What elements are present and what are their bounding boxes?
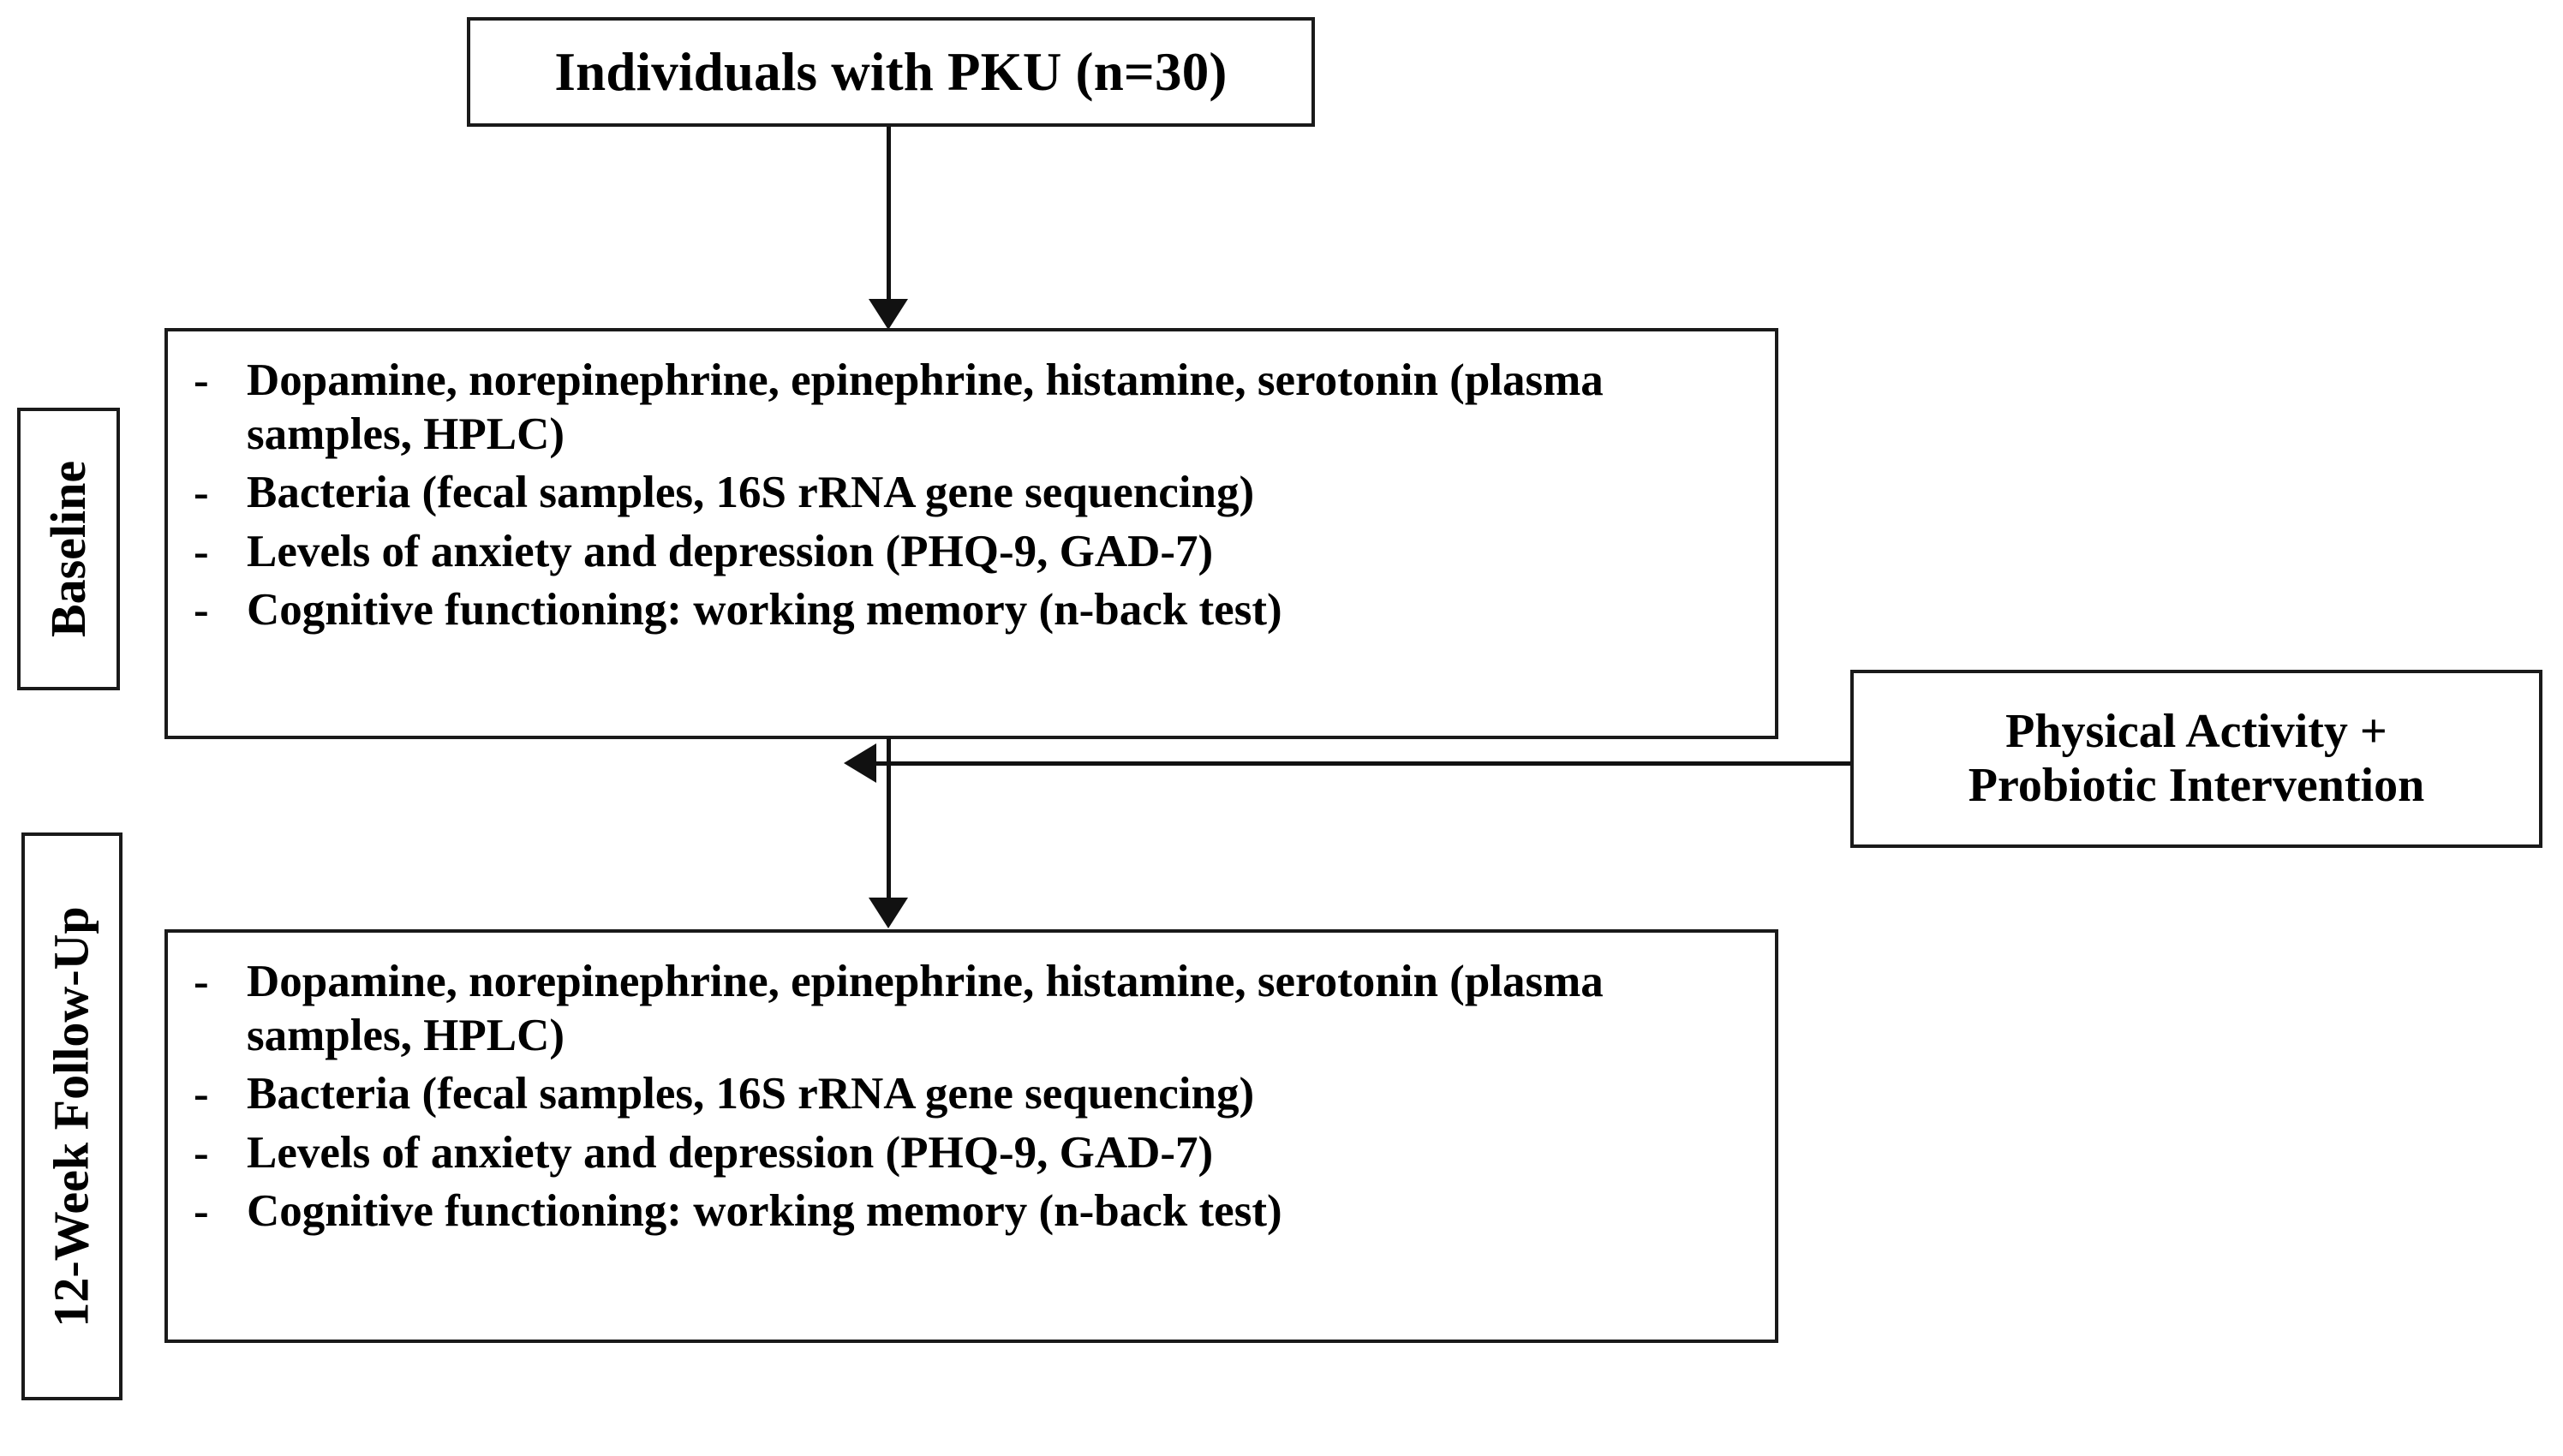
- bullet-dash-icon: -: [194, 585, 209, 636]
- connector-top-to-baseline-arrowhead-icon: [869, 299, 908, 330]
- node-intervention-line-1: Physical Activity +: [2005, 705, 2387, 759]
- connector-baseline-to-followup-line: [887, 738, 891, 901]
- node-followup-measures: - Dopamine, norepinephrine, epinephrine,…: [164, 929, 1778, 1343]
- bullet-dash-icon: -: [194, 355, 209, 405]
- node-intervention-line-2: Probiotic Intervention: [1968, 759, 2425, 812]
- node-individuals-with-pku-label: Individuals with PKU (n=30): [554, 41, 1228, 102]
- stage-label-baseline: Baseline: [17, 408, 120, 690]
- baseline-measure-list: - Dopamine, norepinephrine, epinephrine,…: [194, 354, 1759, 637]
- list-item: - Dopamine, norepinephrine, epinephrine,…: [194, 354, 1759, 461]
- list-item: - Levels of anxiety and depression (PHQ-…: [194, 1126, 1759, 1180]
- bullet-dash-icon: -: [194, 1127, 209, 1178]
- bullet-dash-icon: -: [194, 468, 209, 518]
- stage-label-12-week-follow-up-text: 12-Week Follow-Up: [44, 905, 100, 1328]
- node-baseline-measures: - Dopamine, norepinephrine, epinephrine,…: [164, 328, 1778, 739]
- bullet-dash-icon: -: [194, 957, 209, 1006]
- node-individuals-with-pku: Individuals with PKU (n=30): [467, 17, 1315, 127]
- baseline-measure-text: Cognitive functioning: working memory (n…: [247, 585, 1282, 636]
- followup-measure-list: - Dopamine, norepinephrine, epinephrine,…: [194, 955, 1759, 1238]
- followup-measure-text: Levels of anxiety and depression (PHQ-9,…: [247, 1127, 1214, 1178]
- stage-label-12-week-follow-up: 12-Week Follow-Up: [21, 832, 122, 1400]
- followup-measure-text: Bacteria (fecal samples, 16S rRNA gene s…: [247, 1069, 1255, 1119]
- list-item: - Levels of anxiety and depression (PHQ-…: [194, 525, 1759, 579]
- bullet-dash-icon: -: [194, 1069, 209, 1119]
- list-item: - Bacteria (fecal samples, 16S rRNA gene…: [194, 1067, 1759, 1121]
- bullet-dash-icon: -: [194, 1186, 209, 1237]
- connector-intervention-arrowhead-icon: [844, 743, 876, 783]
- baseline-measure-text: Dopamine, norepinephrine, epinephrine, h…: [247, 355, 1604, 459]
- list-item: - Dopamine, norepinephrine, epinephrine,…: [194, 955, 1759, 1062]
- followup-measure-text: Cognitive functioning: working memory (n…: [247, 1186, 1282, 1237]
- node-intervention: Physical Activity + Probiotic Interventi…: [1850, 670, 2542, 848]
- followup-measure-text: Dopamine, norepinephrine, epinephrine, h…: [247, 957, 1604, 1060]
- bullet-dash-icon: -: [194, 526, 209, 576]
- connector-intervention-line: [875, 761, 1852, 766]
- baseline-measure-text: Levels of anxiety and depression (PHQ-9,…: [247, 526, 1214, 576]
- list-item: - Cognitive functioning: working memory …: [194, 1184, 1759, 1238]
- connector-baseline-to-followup-arrowhead-icon: [869, 898, 908, 928]
- connector-top-to-baseline-line: [887, 127, 891, 302]
- baseline-measure-text: Bacteria (fecal samples, 16S rRNA gene s…: [247, 468, 1255, 518]
- list-item: - Cognitive functioning: working memory …: [194, 583, 1759, 637]
- stage-label-baseline-text: Baseline: [40, 460, 97, 638]
- list-item: - Bacteria (fecal samples, 16S rRNA gene…: [194, 466, 1759, 520]
